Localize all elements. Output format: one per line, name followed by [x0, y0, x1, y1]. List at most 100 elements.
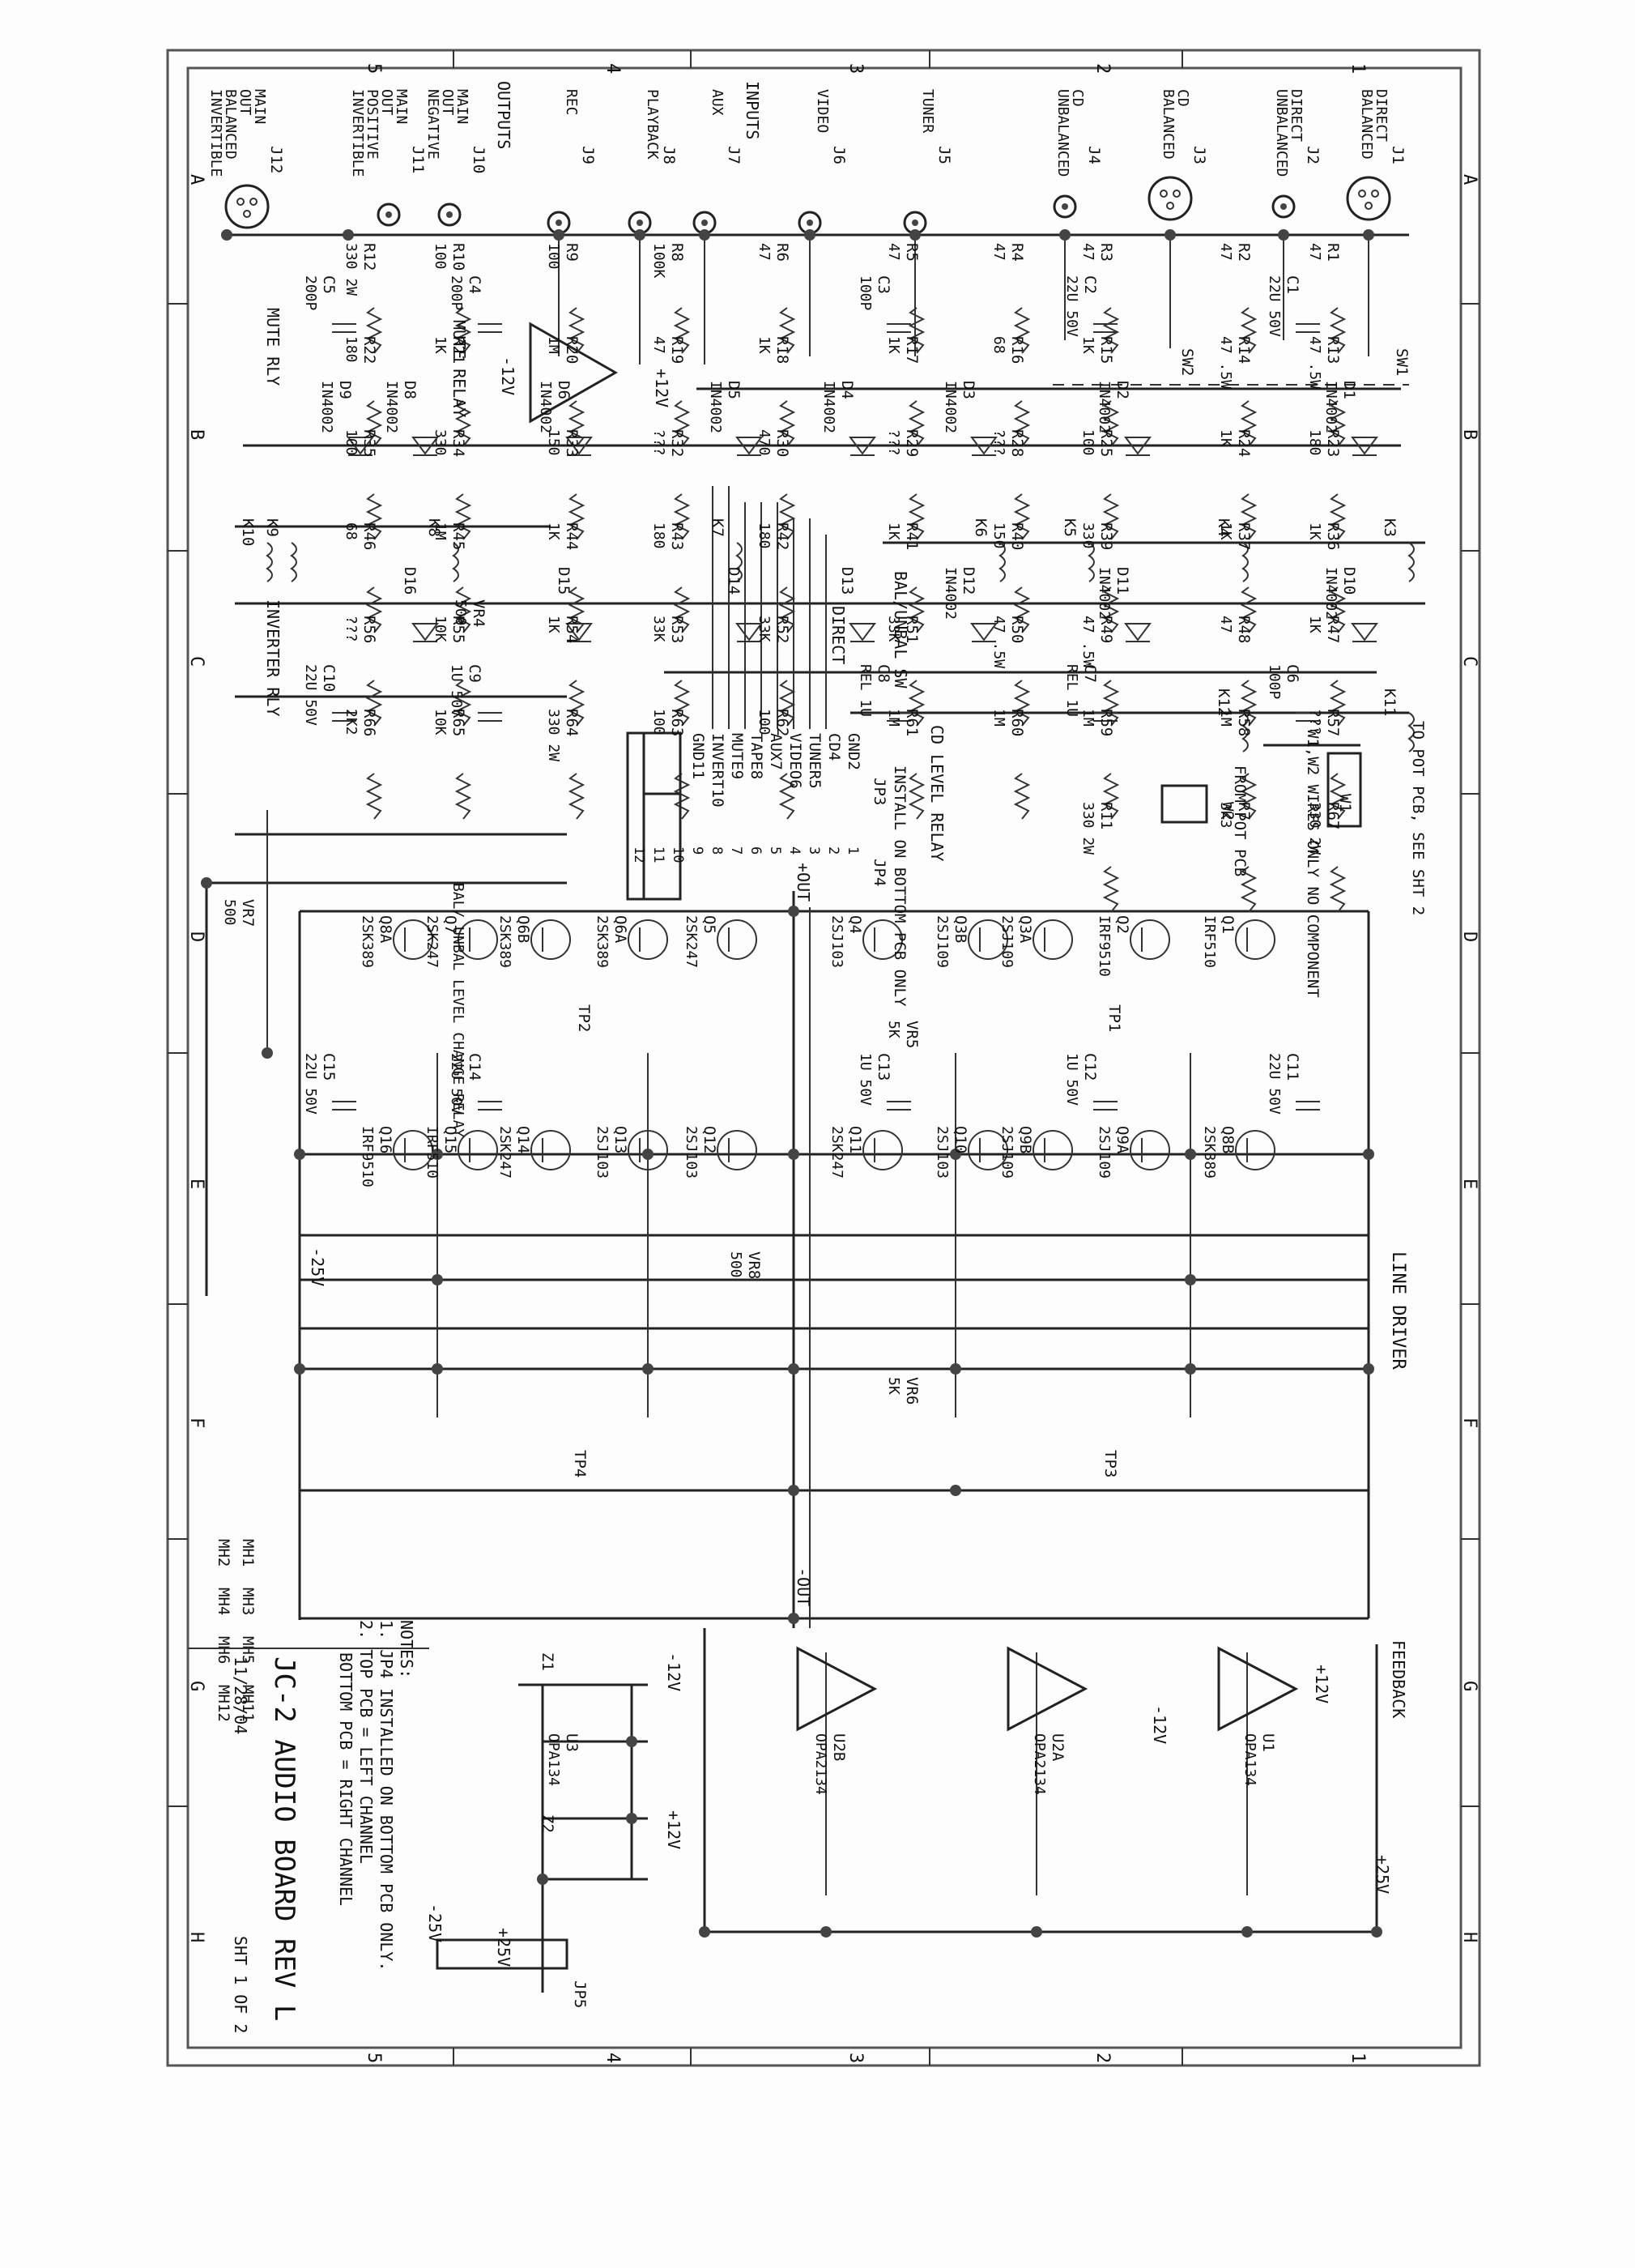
- resistor-value: 1M: [885, 709, 902, 727]
- transistor-ref: Q2: [1113, 915, 1131, 934]
- mounting_hole-ref: MH4: [215, 1588, 232, 1615]
- diode-ref: D9: [336, 381, 354, 399]
- pot-value: 5K: [885, 1377, 902, 1395]
- zone-letter: B: [186, 429, 207, 440]
- transistor-value: 2SK389: [1201, 1126, 1218, 1179]
- mounting_hole-ref: MH11: [239, 1685, 257, 1722]
- pot-ref: VR6: [903, 1377, 921, 1405]
- capacitor-ref: C6: [1284, 664, 1301, 683]
- capacitor-value: 100P: [1266, 664, 1283, 700]
- resistor-ref: R2: [1235, 243, 1253, 262]
- resistor-value: ???: [990, 429, 1007, 456]
- resistor-value: 1K: [1306, 616, 1323, 633]
- resistor-value: 1M: [1217, 709, 1234, 727]
- relay-ref: K10: [239, 518, 257, 546]
- zone-letter: A: [1459, 174, 1480, 185]
- relay-ref: K12: [1215, 688, 1233, 716]
- jp3-pin-label: INVERT10: [709, 733, 726, 808]
- zone-letter: D: [186, 932, 207, 942]
- line-driver-label: LINE DRIVER: [1388, 1251, 1408, 1370]
- transistor-value: 2SK389: [359, 915, 376, 968]
- rail-neg12-u2a: -12V: [1150, 1705, 1169, 1744]
- connector-label: UNBALANCED: [1054, 89, 1071, 177]
- connector-label: OUT: [439, 89, 456, 116]
- resistor-ref: R19: [668, 336, 686, 364]
- resistor-ref: R45: [449, 522, 467, 550]
- resistor-ref: R44: [563, 522, 581, 550]
- resistor-value: 100: [650, 709, 667, 735]
- jp4-pin-number: 3: [806, 846, 822, 855]
- resistor-ref: R43: [668, 522, 686, 550]
- capacitor-value: 22U 50V: [1266, 1053, 1283, 1115]
- zone-letter: E: [186, 1179, 207, 1189]
- resistor-value: 330 2W: [1079, 802, 1096, 855]
- transistor-ref: Q1: [1219, 915, 1237, 934]
- transistor-ref: Q6B: [514, 915, 532, 943]
- transistor-ref: Q9B: [1016, 1126, 1034, 1153]
- connector-label: REC: [563, 89, 580, 116]
- connector-j1: [1346, 176, 1391, 221]
- resistor-ref: R37: [1235, 522, 1253, 550]
- connector-ref: J1: [1389, 146, 1407, 164]
- resistor-ref: R7: [1235, 802, 1253, 821]
- resistor-ref: R41: [903, 522, 921, 550]
- connector-ref: J6: [830, 146, 848, 164]
- capacitor-value: 200P: [302, 275, 319, 311]
- transistor-value: 2SJ103: [683, 1126, 700, 1179]
- resistor-ref: R16: [1008, 336, 1026, 364]
- connector-label: CD: [1069, 89, 1086, 107]
- resistor-value: 100: [343, 429, 360, 456]
- resistor-value: 330: [432, 429, 449, 456]
- wiring: [205, 233, 1425, 1993]
- resistor-value: 330: [1079, 522, 1096, 549]
- resistor-ref: R49: [1097, 616, 1115, 643]
- jp3-pin-label: VIDEO6: [786, 733, 804, 789]
- zone-letter: F: [186, 1418, 207, 1428]
- inner-frame: [186, 66, 1463, 2049]
- opamp-value: OPA134: [1241, 1733, 1258, 1786]
- resistor-value: 47: [990, 243, 1007, 261]
- transistor-value: IRF510: [1201, 915, 1218, 968]
- zone-letter: B: [1459, 429, 1480, 440]
- resistor-value: 1M: [432, 522, 449, 540]
- resistor-ref: R12: [360, 243, 378, 271]
- sheet-date: 11/28/04: [231, 1656, 250, 1734]
- connector-label: INVERTIBLE: [349, 89, 366, 177]
- zone-number: 2: [1092, 2053, 1113, 2063]
- resistor-ref: R51: [903, 616, 921, 643]
- capacitor-value: 22U 50V: [1266, 275, 1283, 337]
- resistor-ref: R50: [1008, 616, 1026, 643]
- resistor-ref: R57: [1324, 709, 1342, 736]
- zone-number: 5: [364, 63, 384, 74]
- jp4-pin-number: 12: [631, 846, 647, 863]
- diode-ref: D14: [725, 567, 743, 595]
- zener-ref: Z1: [539, 1652, 556, 1671]
- jp5-header-box: [436, 1938, 568, 1970]
- resistor-value: 330 2W: [545, 709, 562, 761]
- connector-label: BALANCED: [1160, 89, 1177, 160]
- resistor-ref: R18: [773, 336, 791, 364]
- connector-ref: J8: [660, 146, 678, 164]
- transistor-ref: Q4: [846, 915, 864, 934]
- transistor-ref: Q7: [441, 915, 459, 934]
- transistor-value: 2SK389: [594, 915, 611, 968]
- direct-label: DIRECT: [828, 606, 848, 664]
- resistor-ref: R35: [360, 429, 378, 457]
- connector-label: PLAYBACK: [644, 89, 661, 160]
- capacitor-ref: C1: [1284, 275, 1301, 294]
- resistor-value: 68: [343, 522, 360, 540]
- pot-ref: VR7: [239, 899, 257, 927]
- resistor-value: 47: [650, 336, 667, 354]
- capacitor-ref: C10: [320, 664, 338, 692]
- resistor-value: 1K: [885, 336, 902, 354]
- resistor-ref: R47: [1324, 616, 1342, 643]
- rail-pos25: +25V: [1373, 1855, 1392, 1894]
- diode-value: IN4002: [942, 381, 959, 433]
- resistor-value: 3K3: [1217, 802, 1234, 829]
- capacitor-ref: C13: [875, 1053, 892, 1081]
- resistor-value: 33K: [885, 616, 902, 642]
- jp4-pin-number: 11: [650, 846, 666, 863]
- resistor-value: 33K: [650, 616, 667, 642]
- resistor-value: 100K: [650, 243, 667, 279]
- resistor-ref: R6: [773, 243, 791, 262]
